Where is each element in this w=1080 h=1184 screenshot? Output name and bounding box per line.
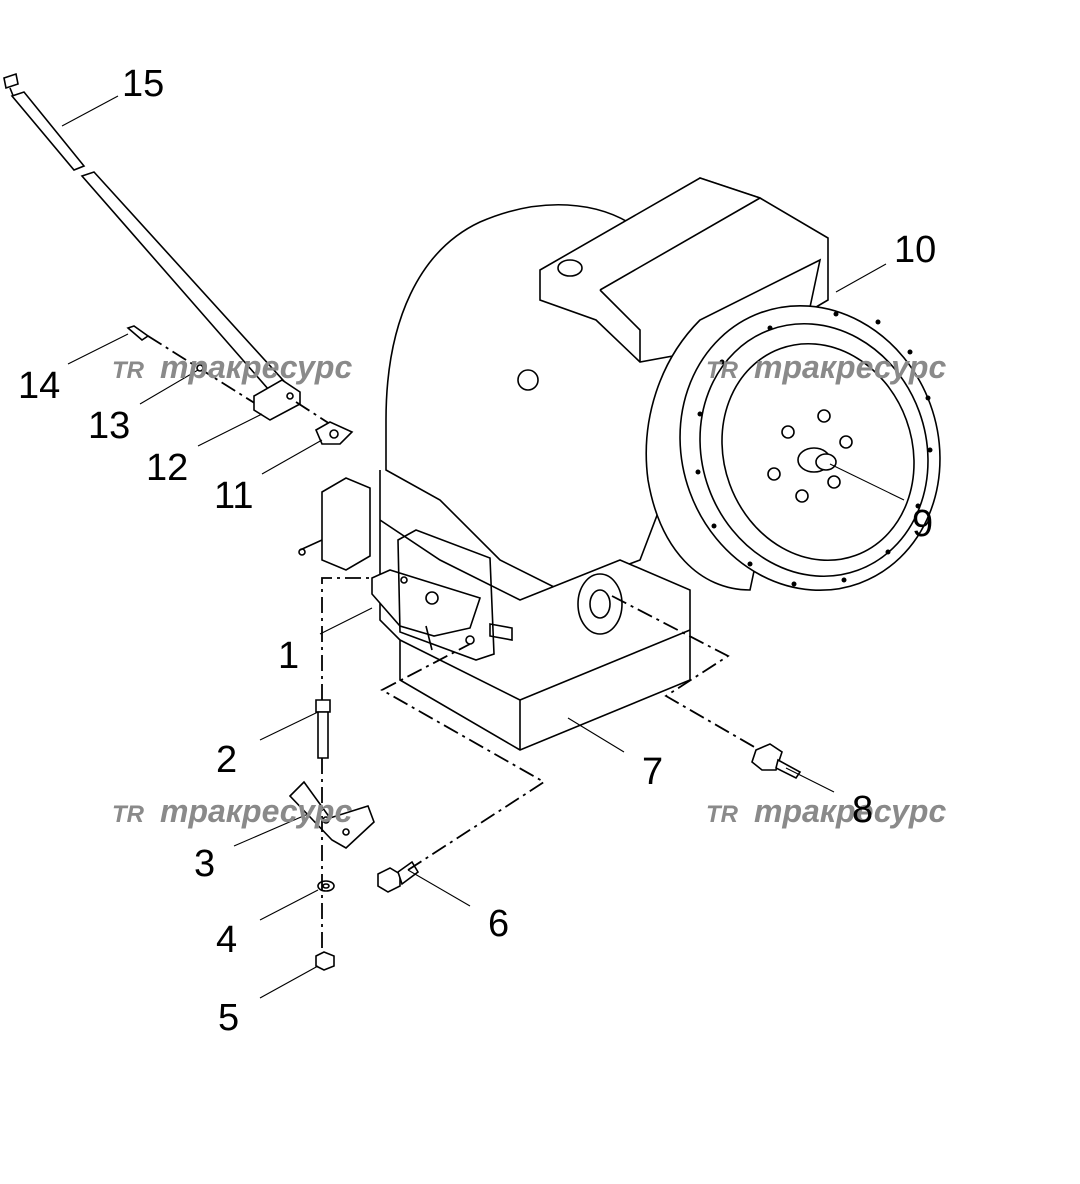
flywheel-housing bbox=[645, 258, 941, 592]
callout-7: 7 bbox=[642, 751, 663, 793]
callout-8: 8 bbox=[852, 789, 873, 831]
callout-2: 2 bbox=[216, 739, 237, 781]
assembly-lines bbox=[321, 577, 757, 952]
callout-5: 5 bbox=[218, 997, 239, 1039]
watermark-logo: TR bbox=[706, 357, 739, 384]
small-parts-group bbox=[126, 325, 354, 445]
callout-6: 6 bbox=[488, 903, 509, 945]
watermark-text: тракресурс bbox=[754, 793, 946, 829]
callout-12: 12 bbox=[146, 447, 188, 489]
callout-3: 3 bbox=[194, 843, 215, 885]
callout-1: 1 bbox=[278, 635, 299, 677]
callout-9: 9 bbox=[912, 503, 933, 545]
watermark-logo: TR bbox=[112, 357, 145, 384]
watermark-top-right: TR тракресурс bbox=[706, 349, 946, 385]
watermark-bottom-right: TR тракресурс bbox=[706, 793, 946, 829]
callout-15: 15 bbox=[122, 63, 164, 105]
callout-14: 14 bbox=[18, 365, 60, 407]
watermark-text: тракресурс bbox=[160, 349, 352, 385]
watermark-text: тракресурс bbox=[160, 793, 352, 829]
callout-labels: 1 2 3 4 5 6 7 8 9 10 11 12 13 14 15 bbox=[18, 63, 936, 1039]
dipstick-tube-part bbox=[3, 72, 294, 399]
watermark-top-left: TR тракресурс bbox=[112, 349, 352, 385]
watermark-logo: TR bbox=[112, 801, 145, 828]
callout-10: 10 bbox=[894, 229, 936, 271]
callout-4: 4 bbox=[216, 919, 237, 961]
watermark-logo: TR bbox=[706, 801, 739, 828]
fasteners-group bbox=[288, 699, 802, 971]
callout-11: 11 bbox=[214, 475, 253, 517]
leader-lines bbox=[61, 95, 905, 999]
callout-13: 13 bbox=[88, 405, 130, 447]
watermark-bottom-left: TR тракресурс bbox=[112, 793, 352, 829]
watermark-text: тракресурс bbox=[754, 349, 946, 385]
